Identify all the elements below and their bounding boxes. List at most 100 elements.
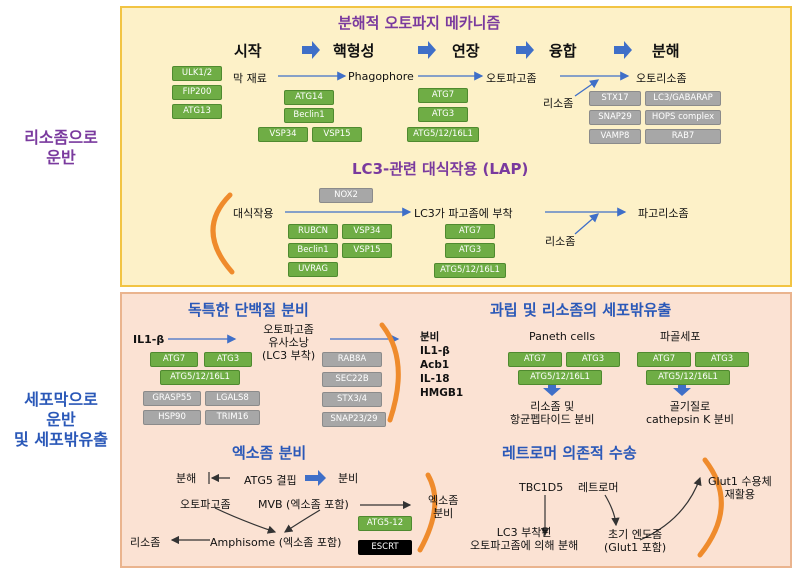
node-autolysosome: 오토리소좀 [636,72,687,85]
box-hsp90: HSP90 [143,410,201,425]
box-trim16: TRIM16 [205,410,260,425]
arrow-retromer [604,494,620,527]
box-osteo-atg7: ATG7 [637,352,691,367]
node-phagocytosis: 대식작용 [233,207,274,220]
unconventional-secretion-title: 독특한 단백질 분비 [188,301,309,319]
box-fip200: FIP200 [172,85,222,100]
paneth-result: 리소좀 및 항균펩타이드 분비 [510,400,595,426]
degradative-autophagy-panel [120,6,792,287]
osteo-down-arrow [673,381,691,396]
box-rab8a: RAB8A [322,352,382,367]
box-lap-atg5-12-16l1: ATG5/12/16L1 [434,263,506,278]
stage-arrow-1 [302,41,320,59]
lc3-degradation: LC3 부착된 오토파고좀에 의해 분해 [470,526,579,552]
exo-autophagosome: 오토파고좀 [180,498,231,511]
degradative-title: 분해적 오토파지 메카니즘 [338,14,501,32]
box-rubcn: RUBCN [288,224,338,239]
box-uvrag: UVRAG [288,262,338,277]
exo-mvb: MVB (엑소좀 포함) [258,498,349,511]
stage-arrows [302,41,632,59]
box-lap-atg3: ATG3 [445,243,495,258]
osteoclast-label: 파골세포 [660,330,701,343]
side-label-membrane: 세포막으로 운반 및 세포밖유출 [2,390,120,450]
lap-title: LC3-관련 대식작용 (LAP) [352,160,529,178]
exo-lysosome: 리소좀 [130,536,161,549]
stage-arrow-4 [614,41,632,59]
arrow-lap-lysosome [574,213,599,235]
exosome-arc [417,472,438,553]
retromer-title: 레트로머 의존적 수송 [502,444,637,462]
box-rab7: RAB7 [645,129,721,144]
node-lc3-attach: LC3가 파고좀에 부착 [414,207,513,220]
arrow-lysosome-fusion [574,79,600,97]
box-atg5-12: ATG5-12 [358,516,412,531]
box-hops-complex: HOPS complex [645,110,721,125]
side-label-lysosome-text: 리소좀으로 운반 [24,128,98,167]
exo-amphisome: Amphisome (엑소좀 포함) [210,536,342,549]
retromer-arc [697,457,724,558]
box-vsp15: VSP15 [312,127,362,142]
box-atg13: ATG13 [172,104,222,119]
exosome-secretion-title: 엑소좀 분비 [232,444,307,462]
glut1-recycle: Glut1 수용체 재활용 [708,475,772,501]
box-nox2: NOX2 [319,188,373,203]
node-membrane-source: 막 재료 [233,72,267,85]
stage-arrow-3 [516,41,534,59]
box-atg7: ATG7 [418,88,468,103]
box-paneth-atg5: ATG5/12/16L1 [518,370,602,385]
box-stx3-4: STX3/4 [322,392,382,407]
box-lgals8: LGALS8 [205,391,260,406]
box-paneth-atg7: ATG7 [508,352,562,367]
paneth-cells-label: Paneth cells [529,330,596,343]
box-sec-atg5-12-16l1: ATG5/12/16L1 [160,370,240,385]
arrow-mvb-amphisome [284,509,321,533]
box-sec-atg7: ATG7 [150,352,198,367]
box-lc3-gabarap: LC3/GABARAP [645,91,721,106]
box-atg5-12-16l1: ATG5/12/16L1 [407,127,479,142]
arrow-glut1-recycle [639,476,702,541]
box-lap-beclin1: Beclin1 [288,243,338,258]
node-lysosome: 리소좀 [543,97,574,110]
node-lap-lysosome: 리소좀 [545,235,576,248]
box-paneth-atg3: ATG3 [566,352,620,367]
box-vsp34: VSP34 [258,127,308,142]
box-atg14: ATG14 [284,90,334,105]
stage-elongation: 연장 [452,42,480,60]
box-ulk1-2: ULK1/2 [172,66,222,81]
granule-exocytosis-title: 과립 및 리소좀의 세포밖유출 [490,301,672,319]
stage-initiation: 시작 [234,42,262,60]
stage-nucleation: 핵형성 [333,42,375,60]
node-phagolysosome: 파고리소좀 [638,207,689,220]
vesicle-arc [379,322,401,423]
box-atg3: ATG3 [418,107,468,122]
atg5-knockout: ATG5 결핍 [244,474,297,487]
lap-arc [210,192,235,275]
side-label-lysosome: 리소좀으로 운반 [6,128,116,168]
box-lap-vsp34: VSP34 [342,224,392,239]
box-osteo-atg5: ATG5/12/16L1 [646,370,730,385]
stage-arrow-2 [418,41,436,59]
il1b-label: IL1-β [133,333,165,346]
secretion-list: 분비 IL1-β Acb1 IL-18 HMGB1 [420,331,464,399]
stage-degradation: 분해 [652,42,680,60]
side-label-membrane-text: 세포막으로 운반 및 세포밖유출 [14,390,108,449]
early-endosome: 초기 엔도좀 (Glut1 포함) [604,528,667,554]
osteo-result: 골기질로 cathepsin K 분비 [646,400,735,426]
stage-fusion: 융합 [549,42,577,60]
box-snap29: SNAP29 [589,110,641,125]
box-stx17: STX17 [589,91,641,106]
exo-secretion: 분비 [338,472,359,485]
retromer-label: 레트로머 [578,481,619,494]
box-snap23-29: SNAP23/29 [322,412,386,427]
box-sec-atg3: ATG3 [204,352,252,367]
box-sec22b: SEC22B [322,372,382,387]
arrow-autophagosome-amphisome [214,507,277,534]
paneth-down-arrow [543,381,561,396]
box-grasp55: GRASP55 [143,391,201,406]
autophagosome-like-vesicle: 오토파고좀 유사소낭 (LC3 부착) [262,323,316,362]
box-escrt: ESCRT [358,540,412,555]
box-vamp8: VAMP8 [589,129,641,144]
node-phagophore: Phagophore [348,70,414,83]
node-autophagosome: 오토파고좀 [486,72,537,85]
